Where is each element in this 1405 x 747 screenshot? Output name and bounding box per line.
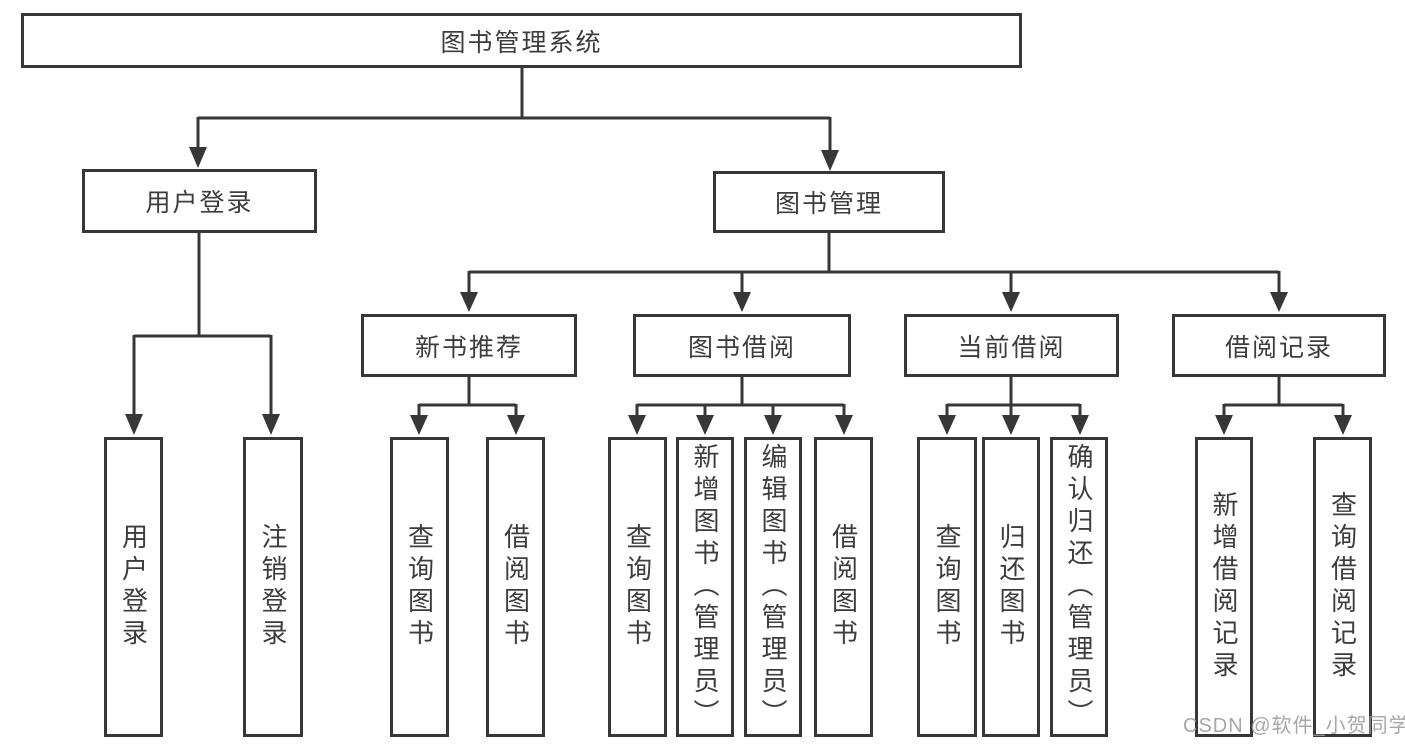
node-label: 借阅记录 — [1224, 333, 1333, 362]
node-label: 图书借阅 — [687, 333, 796, 362]
node-label: 新增借阅记录 — [1209, 491, 1239, 683]
leaf-borrow-books: 借阅图书 — [814, 437, 873, 737]
connector-borrow-records-group — [1215, 377, 1352, 435]
node-label: 新增图书（管理员） — [690, 443, 720, 731]
node-label: 借阅图书 — [500, 523, 531, 651]
node-label: 注销登录 — [258, 523, 288, 651]
connector-book-borrow-group — [628, 377, 853, 435]
node-new-book-recommend: 新书推荐 — [361, 314, 577, 377]
node-label: 查询图书 — [932, 523, 962, 651]
connector-root-to-level2 — [189, 68, 839, 171]
leaf-return-book: 归还图书 — [982, 437, 1040, 737]
node-label: 图书管理 — [774, 190, 883, 218]
leaf-logout-login: 注销登录 — [243, 437, 303, 737]
node-label: 查询借阅记录 — [1327, 491, 1358, 683]
node-label: 查询图书 — [404, 523, 435, 651]
connector-book-management-branch — [460, 233, 1288, 312]
leaf-add-book-admin: 新增图书（管理员） — [676, 437, 734, 737]
node-label: 归还图书 — [996, 523, 1026, 651]
leaf-borrow-books-recommend: 借阅图书 — [486, 437, 545, 737]
node-user-login: 用户登录 — [82, 169, 317, 233]
leaf-query-borrow-record: 查询借阅记录 — [1313, 437, 1372, 737]
node-label: 编辑图书（管理员） — [758, 443, 788, 731]
leaf-add-borrow-record: 新增借阅记录 — [1195, 437, 1253, 737]
watermark: CSDN @软件_小贺同学 — [1183, 715, 1405, 737]
node-label: 查询图书 — [622, 523, 653, 651]
leaf-query-books-borrow: 查询图书 — [608, 437, 667, 737]
node-label: 用户登录 — [118, 523, 149, 651]
node-label: 借阅图书 — [828, 523, 859, 651]
leaf-confirm-return-admin: 确认归还（管理员） — [1050, 437, 1108, 737]
connector-new-book-recommend-group — [410, 377, 525, 435]
node-book-management: 图书管理 — [713, 171, 945, 233]
connector-current-borrow-group — [938, 377, 1089, 435]
leaf-edit-book-admin: 编辑图书（管理员） — [744, 437, 802, 737]
node-current-borrow: 当前借阅 — [904, 314, 1119, 377]
node-book-borrow: 图书借阅 — [633, 314, 851, 377]
node-label: 新书推荐 — [414, 333, 523, 362]
node-label: 图书管理系统 — [440, 28, 603, 57]
leaf-user-login: 用户登录 — [104, 437, 163, 737]
node-root: 图书管理系统 — [21, 13, 1022, 68]
leaf-query-books-recommend: 查询图书 — [390, 437, 449, 737]
node-label: 当前借阅 — [957, 333, 1066, 362]
node-label: 确认归还（管理员） — [1064, 443, 1094, 731]
leaf-query-books-current: 查询图书 — [917, 437, 977, 737]
node-borrow-records: 借阅记录 — [1172, 314, 1386, 377]
node-label: 用户登录 — [145, 189, 254, 217]
connector-user-login-branch — [125, 233, 280, 435]
